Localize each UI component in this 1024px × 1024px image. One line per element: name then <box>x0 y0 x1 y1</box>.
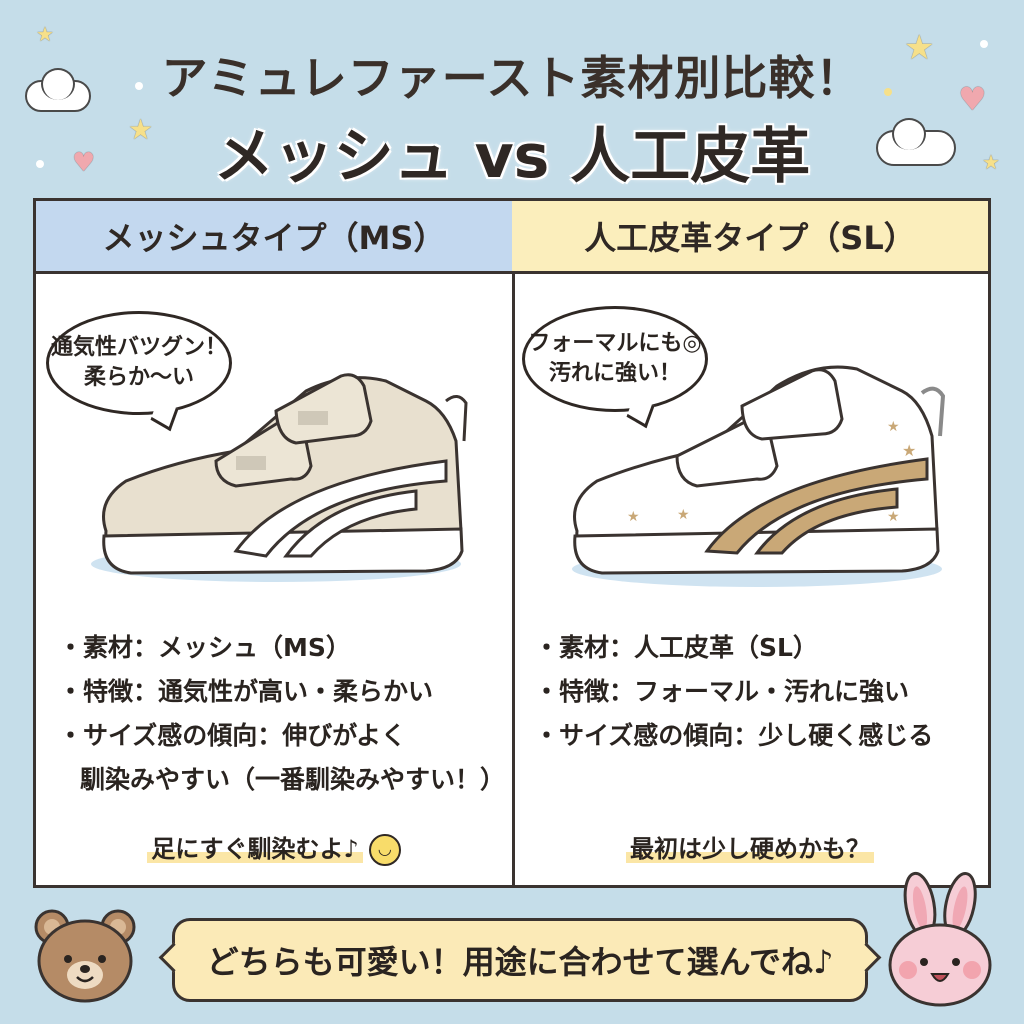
smiley-icon: ◡ <box>368 834 401 866</box>
feature-size-tendency: ・サイズ感の傾向：伸びがよく <box>58 721 407 750</box>
heart-icon: ♥ <box>958 80 987 118</box>
feature-characteristics: ・特徴：通気性が高い・柔らかい <box>58 677 434 706</box>
feature-list-synthetic-leather: ・素材：人工皮革（SL） ・特徴：フォーマル・汚れに強い ・サイズ感の傾向：少し… <box>534 626 933 758</box>
comparison-table: メッシュタイプ（MS） 通気性バツグン！ 柔らか〜い ・素材：メッシュ（MS） … <box>33 198 991 888</box>
speech-bubble-mesh: 通気性バツグン！ 柔らか〜い <box>46 311 232 415</box>
svg-text:★: ★ <box>677 507 690 523</box>
bear-icon <box>34 909 136 1003</box>
dot-decoration <box>980 40 988 48</box>
feature-size-tendency: ・サイズ感の傾向：少し硬く感じる <box>534 721 934 750</box>
synthetic-leather-shoe-illustration: ★ ★ ★ ★ ★ <box>573 365 946 575</box>
heart-icon: ♥ <box>72 148 96 178</box>
svg-text:★: ★ <box>902 441 916 460</box>
footer-message-banner: どちらも可愛い！用途に合わせて選んでね♪ <box>172 918 868 1002</box>
note-synthetic-leather: 最初は少し硬めかも？ <box>512 829 988 864</box>
feature-material: ・素材：人工皮革（SL） <box>534 633 818 662</box>
speech-bubble-synthetic-leather: フォーマルにも◎ 汚れに強い！ <box>522 306 708 412</box>
bubble-line: 通気性バツグン！ <box>50 335 227 361</box>
column-heading-synthetic-leather: 人工皮革タイプ（SL） <box>512 201 988 274</box>
svg-text:★: ★ <box>887 509 900 525</box>
svg-text:★: ★ <box>627 509 640 525</box>
note-text: 足にすぐ馴染むよ♪ <box>147 835 363 863</box>
feature-material: ・素材：メッシュ（MS） <box>58 633 351 662</box>
star-icon: ★ <box>128 113 154 146</box>
footer-message: どちらも可愛い！用途に合わせて選んでね♪ <box>206 943 834 981</box>
svg-text:★: ★ <box>887 419 900 435</box>
note-text: 最初は少し硬めかも？ <box>626 835 874 863</box>
page-subtitle: メッシュ vs 人工皮革 <box>213 122 811 192</box>
star-icon: ★ <box>36 22 54 46</box>
note-mesh: 足にすぐ馴染むよ♪◡ <box>36 829 512 866</box>
page-title: アミュレファースト素材別比較！ <box>161 51 863 105</box>
bubble-line: フォーマルにも◎ <box>528 331 702 357</box>
bubble-line: 柔らか〜い <box>83 365 194 390</box>
dot-decoration <box>884 88 892 96</box>
star-icon: ★ <box>982 150 1000 174</box>
cloud-icon <box>25 68 91 112</box>
column-heading-mesh: メッシュタイプ（MS） <box>36 201 512 274</box>
dot-decoration <box>135 82 143 90</box>
mesh-shoe-illustration <box>102 373 468 575</box>
bunny-icon <box>888 871 992 1007</box>
feature-characteristics: ・特徴：フォーマル・汚れに強い <box>534 677 910 706</box>
dot-decoration <box>36 160 44 168</box>
feature-list-mesh: ・素材：メッシュ（MS） ・特徴：通気性が高い・柔らかい ・サイズ感の傾向：伸び… <box>58 626 505 802</box>
feature-size-tendency-cont: 馴染みやすい（一番馴染みやすい！） <box>80 765 506 794</box>
star-icon: ★ <box>904 28 935 68</box>
column-synthetic-leather: 人工皮革タイプ（SL） フォーマルにも◎ 汚れに強い！ ★ ★ ★ ★ ★ ・素… <box>512 201 988 885</box>
bubble-line: 汚れに強い！ <box>548 361 681 386</box>
column-mesh: メッシュタイプ（MS） 通気性バツグン！ 柔らか〜い ・素材：メッシュ（MS） … <box>36 201 515 885</box>
cloud-icon <box>876 118 956 166</box>
